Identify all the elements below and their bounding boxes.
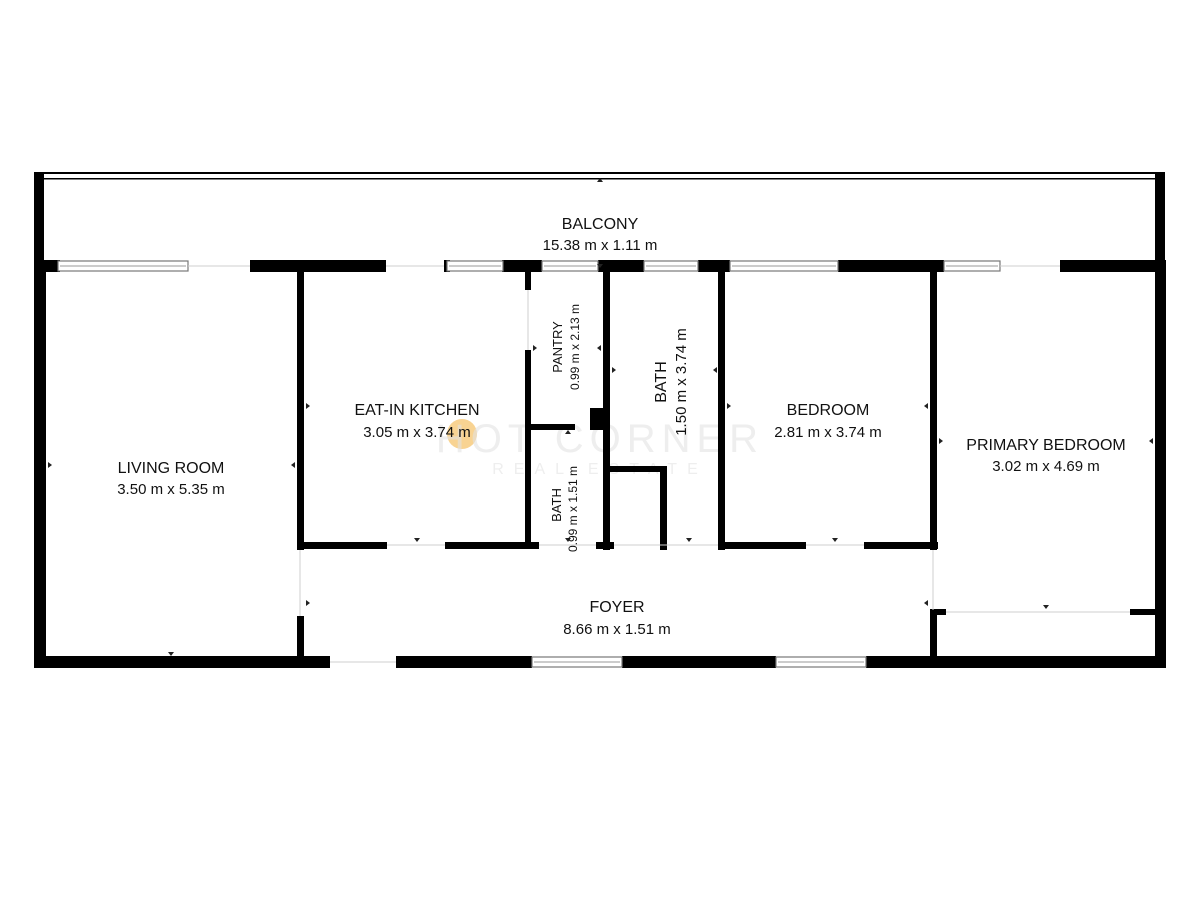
room-name-primary-bedroom: PRIMARY BEDROOM [966, 437, 1125, 454]
marker [48, 462, 52, 468]
wall-kitchen-south-1 [297, 542, 387, 549]
watermark-sub: REAL ESTATE [492, 461, 708, 478]
wall-bedroom-west [718, 268, 725, 550]
room-name-eat-in-kitchen: EAT-IN KITCHEN [354, 402, 479, 419]
room-labels: BALCONY 15.38 m x 1.11 m LIVING ROOM 3.5… [117, 216, 1126, 638]
wall-pantry-west-2 [525, 350, 531, 546]
marker [713, 367, 717, 373]
pantry-label-group: PANTRY 0.99 m x 2.13 m [550, 304, 582, 390]
marker [597, 345, 601, 351]
wall-bedroom-south-2 [864, 542, 938, 549]
wall-living-east-lower [297, 616, 304, 660]
marker [597, 178, 603, 182]
walls [34, 172, 1166, 668]
room-dims-living-room: 3.50 m x 5.35 m [117, 481, 225, 498]
wall-top-7 [838, 260, 944, 272]
wall-top-8 [1060, 260, 1166, 272]
measure-markers [48, 178, 1153, 656]
wall-left-balcony [34, 172, 44, 272]
wall-closet-east [660, 466, 667, 550]
wall-primary-closet-1 [930, 609, 946, 615]
small-bath-label-group: BATH 0.99 m x 1.51 m [549, 466, 580, 552]
wall-top-6 [698, 260, 730, 272]
room-dims-bedroom: 2.81 m x 3.74 m [774, 424, 882, 441]
wall-pantry-south [525, 424, 575, 430]
marker [612, 367, 616, 373]
marker [533, 345, 537, 351]
wall-bottom-3 [622, 656, 776, 668]
marker [565, 538, 571, 542]
wall-right-balcony [1155, 172, 1165, 272]
room-dims-pantry: 0.99 m x 2.13 m [568, 304, 582, 390]
wall-primary-west [930, 268, 937, 550]
marker [414, 538, 420, 542]
wall-bath-west [603, 268, 610, 550]
marker [306, 403, 310, 409]
wall-right [1155, 260, 1166, 668]
marker [597, 264, 603, 268]
marker [1149, 438, 1153, 444]
wall-pantry-west [525, 268, 531, 290]
room-name-bath-small: BATH [549, 488, 564, 522]
watermark-sun-icon [447, 419, 477, 449]
marker [291, 462, 295, 468]
wall-top-4 [502, 260, 542, 272]
marker [727, 403, 731, 409]
room-dims-balcony: 15.38 m x 1.11 m [543, 237, 658, 254]
room-dims-primary-bedroom: 3.02 m x 4.69 m [992, 458, 1100, 475]
marker [832, 538, 838, 542]
marker [924, 600, 928, 606]
wall-living-east [297, 268, 304, 550]
wall-bedroom-south-1 [718, 542, 806, 549]
bath-label-group: BATH 1.50 m x 3.74 m [653, 328, 690, 436]
wall-smallbath-south-2 [596, 542, 614, 549]
marker [168, 652, 174, 656]
room-dims-eat-in-kitchen: 3.05 m x 3.74 m [363, 424, 471, 441]
wall-bottom-4 [866, 656, 1166, 668]
wall-kitchen-south-2 [445, 542, 537, 549]
marker [1043, 605, 1049, 609]
room-dims-bath-small: 0.99 m x 1.51 m [566, 466, 580, 552]
room-name-bath: BATH [653, 361, 670, 402]
room-name-pantry: PANTRY [550, 321, 565, 373]
marker [306, 600, 310, 606]
room-name-bedroom: BEDROOM [787, 402, 870, 419]
marker [924, 403, 928, 409]
wall-primary-west-lower [930, 610, 937, 662]
wall-closet-top [603, 466, 667, 472]
wall-top-1 [34, 260, 60, 272]
watermark: HOT CORNER REAL ESTATE [436, 417, 758, 478]
wall-smallbath-south [525, 542, 539, 549]
window-mullions [60, 265, 998, 663]
marker [939, 438, 943, 444]
wall-primary-closet-2 [1130, 609, 1160, 615]
room-dims-bath: 1.50 m x 3.74 m [673, 328, 690, 436]
room-name-foyer: FOYER [589, 599, 644, 616]
wall-top-2 [250, 260, 386, 272]
wall-left [34, 260, 46, 668]
room-name-balcony: BALCONY [562, 216, 639, 233]
room-dims-foyer: 8.66 m x 1.51 m [563, 621, 671, 638]
wall-bottom-2 [396, 656, 532, 668]
room-name-living-room: LIVING ROOM [118, 460, 225, 477]
wall-bottom-1 [34, 656, 330, 668]
marker [565, 430, 571, 434]
openings [188, 265, 1130, 663]
marker [686, 538, 692, 542]
balcony-rail-top [34, 172, 1164, 174]
